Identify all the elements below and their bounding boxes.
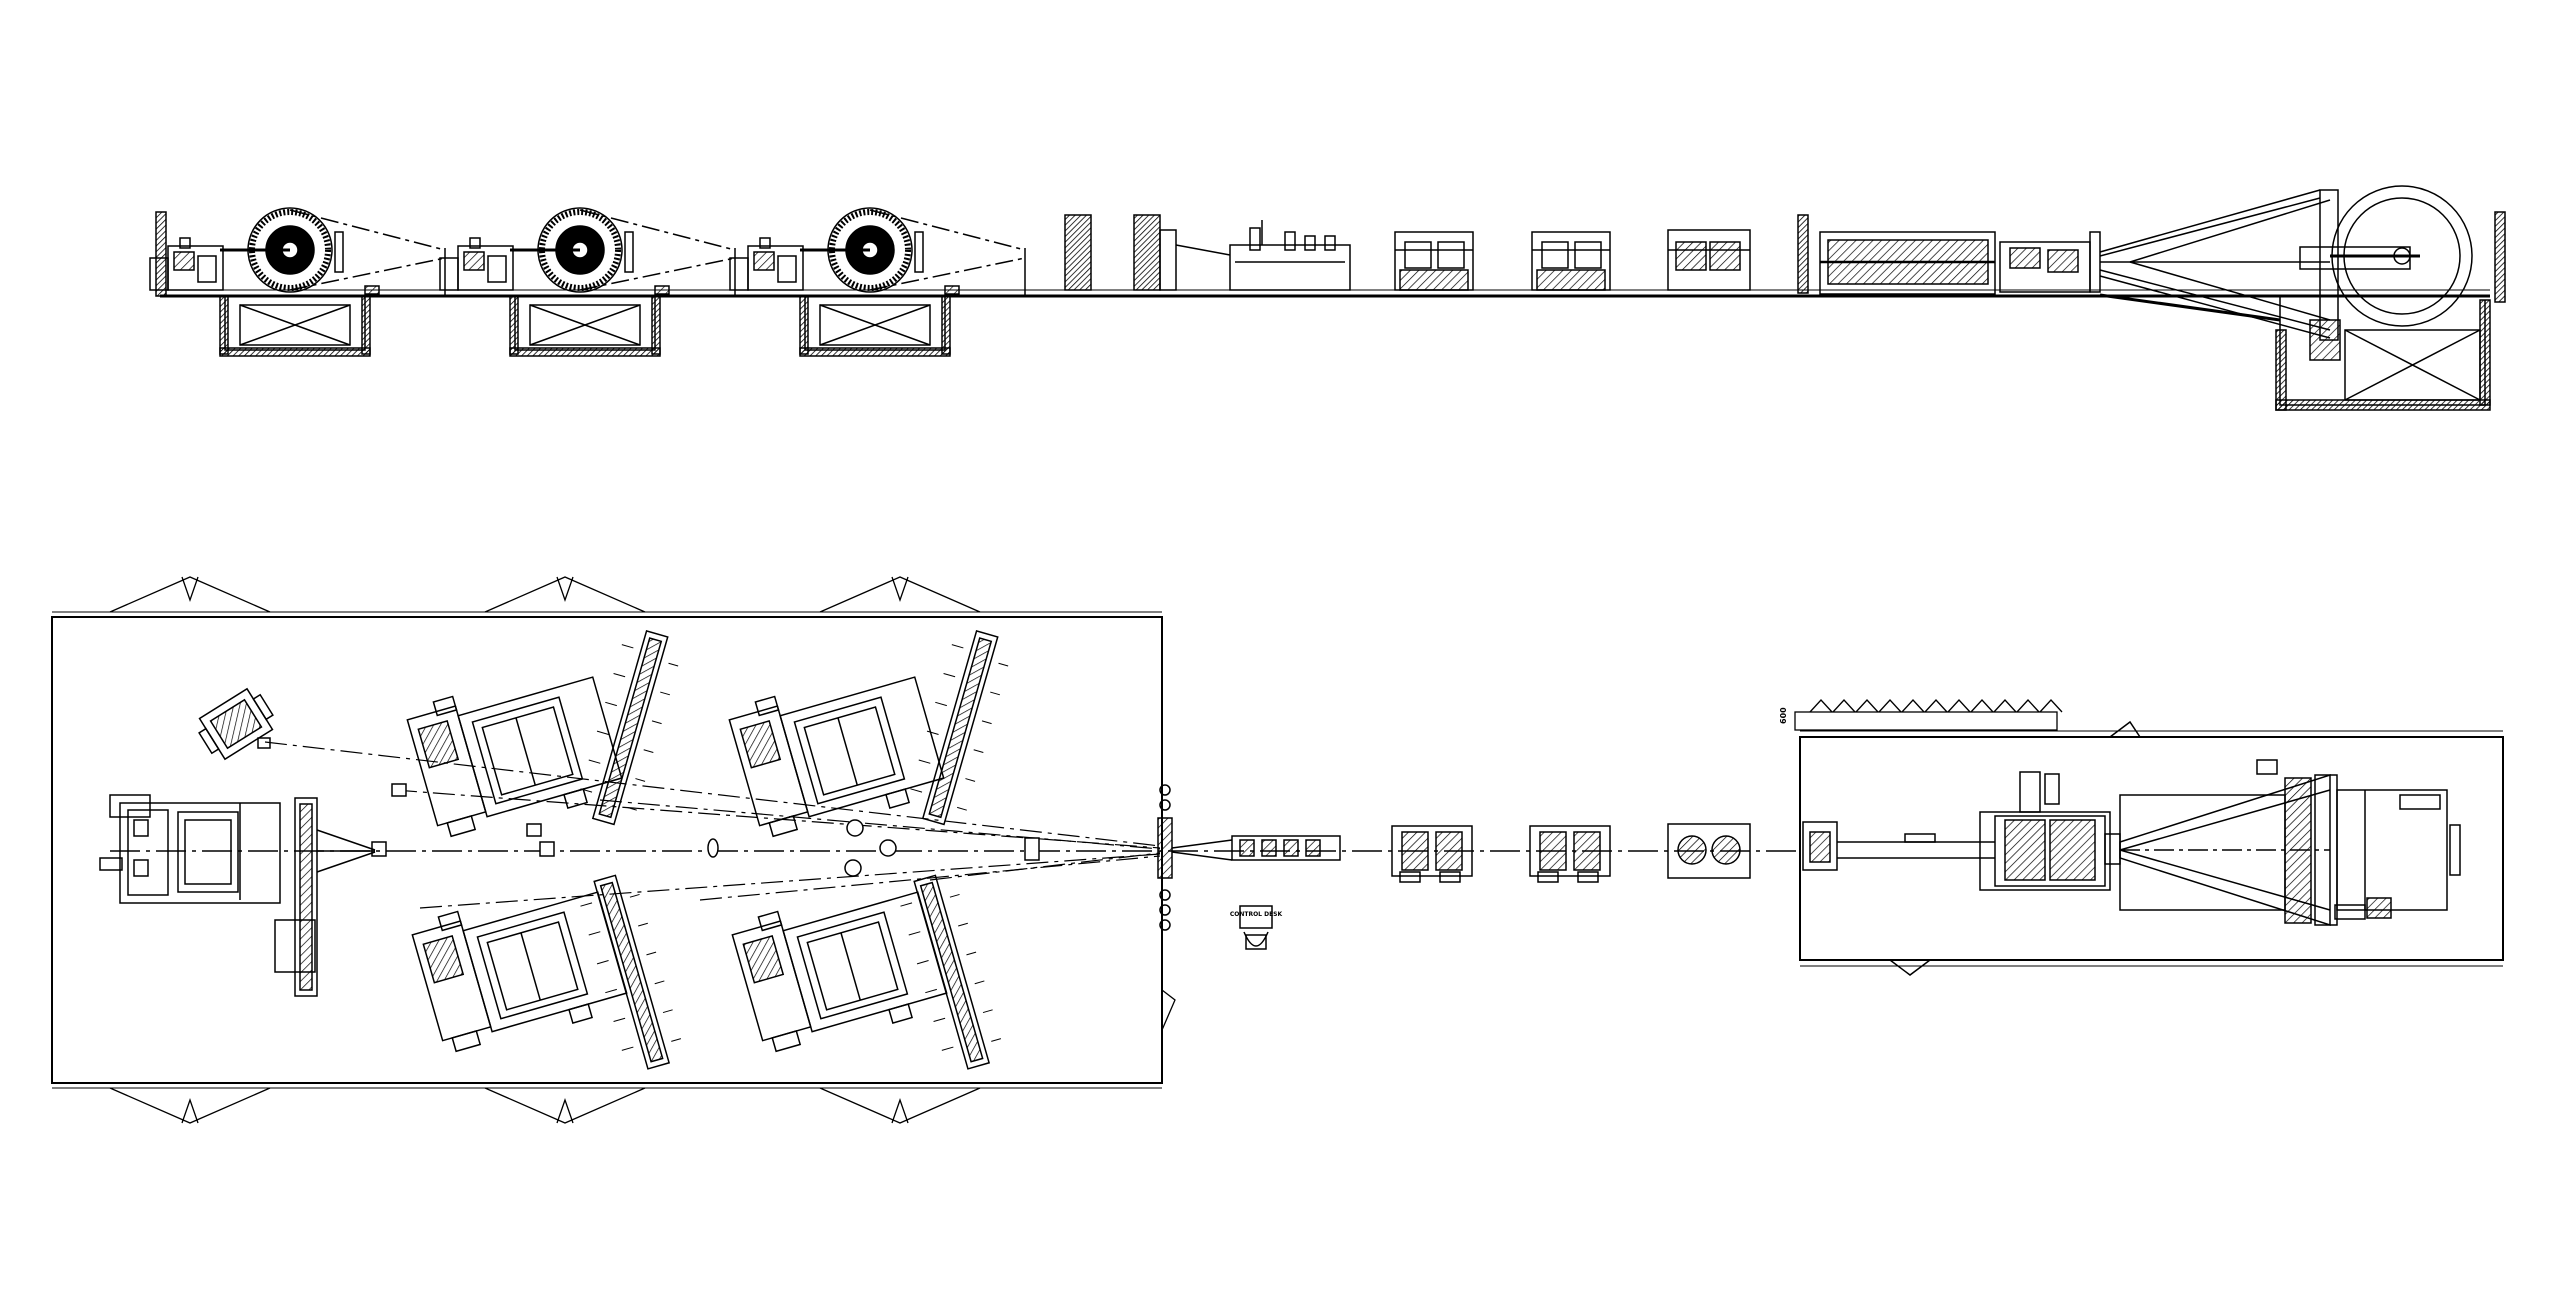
elevation-payoff-stands [149,207,1026,357]
plan-station-1 [1391,825,1473,883]
cabling-station-2 [1531,231,1611,291]
column [1064,214,1092,291]
angled-rail-3 [580,874,682,1070]
plan-take-up [2119,759,2461,927]
payoff-rail [274,797,318,997]
control-desk-label: CONTROL DESK [1230,911,1283,918]
plan-view-left-hall [51,611,1163,1089]
angled-payoff-unit-3 [411,891,628,1053]
plan-small-markers [391,783,1040,877]
roof-peaks [109,576,1176,1124]
strander-unit [1819,231,2101,295]
angled-rail-4 [900,874,1002,1070]
take-up-reel [2330,185,2473,327]
elevation-middle [1064,185,2491,411]
right-wall [2494,211,2506,303]
plan-station-3 [1667,823,1751,879]
column [1797,214,1809,294]
angled-rail-2 [910,629,1009,826]
take-up-boom [2099,189,2411,341]
plan-left-machines [99,687,387,997]
plan-strander [1837,771,2121,891]
roof-peak-1 [109,576,271,1124]
right-hall-peaks [1794,699,2063,731]
roof-peak-3 [819,576,981,1124]
elevation-payoff-stand-3 [729,207,1026,357]
plan-cabling-stations [1391,823,1751,883]
elevation-view [155,211,2506,303]
dimension-label: 600 [1779,707,1788,724]
control-desk: CONTROL DESK [1230,905,1283,950]
plan-guide-unit [1231,835,1341,861]
plan-view-right-hall [1799,720,2504,976]
plan-station-2 [1529,825,1611,883]
closing-die [1157,784,1233,931]
column [1133,214,1161,291]
center-payoff-unit [99,794,281,904]
tilted-guide-unit [198,687,274,761]
take-up-pit [2275,296,2491,411]
angled-payoff-unit-4 [731,891,948,1053]
cabling-station-1 [1394,231,1474,291]
plan-converging-lines [264,741,1161,909]
guide-unit [1159,220,1351,291]
hall-outline [51,616,1163,1084]
angled-payoff-unit-1 [406,676,623,838]
right-hall-outline [1799,736,2504,961]
angled-payoff-unit-2 [728,676,945,838]
angled-rail-1 [580,629,679,826]
roof-peak-2 [484,576,646,1124]
left-wall [155,211,167,297]
cabling-station-3 [1667,229,1751,291]
elevation-payoff-stand-2 [439,207,736,357]
right-roof-strip [1794,699,2063,731]
elevation-payoff-stand-1 [149,207,446,357]
